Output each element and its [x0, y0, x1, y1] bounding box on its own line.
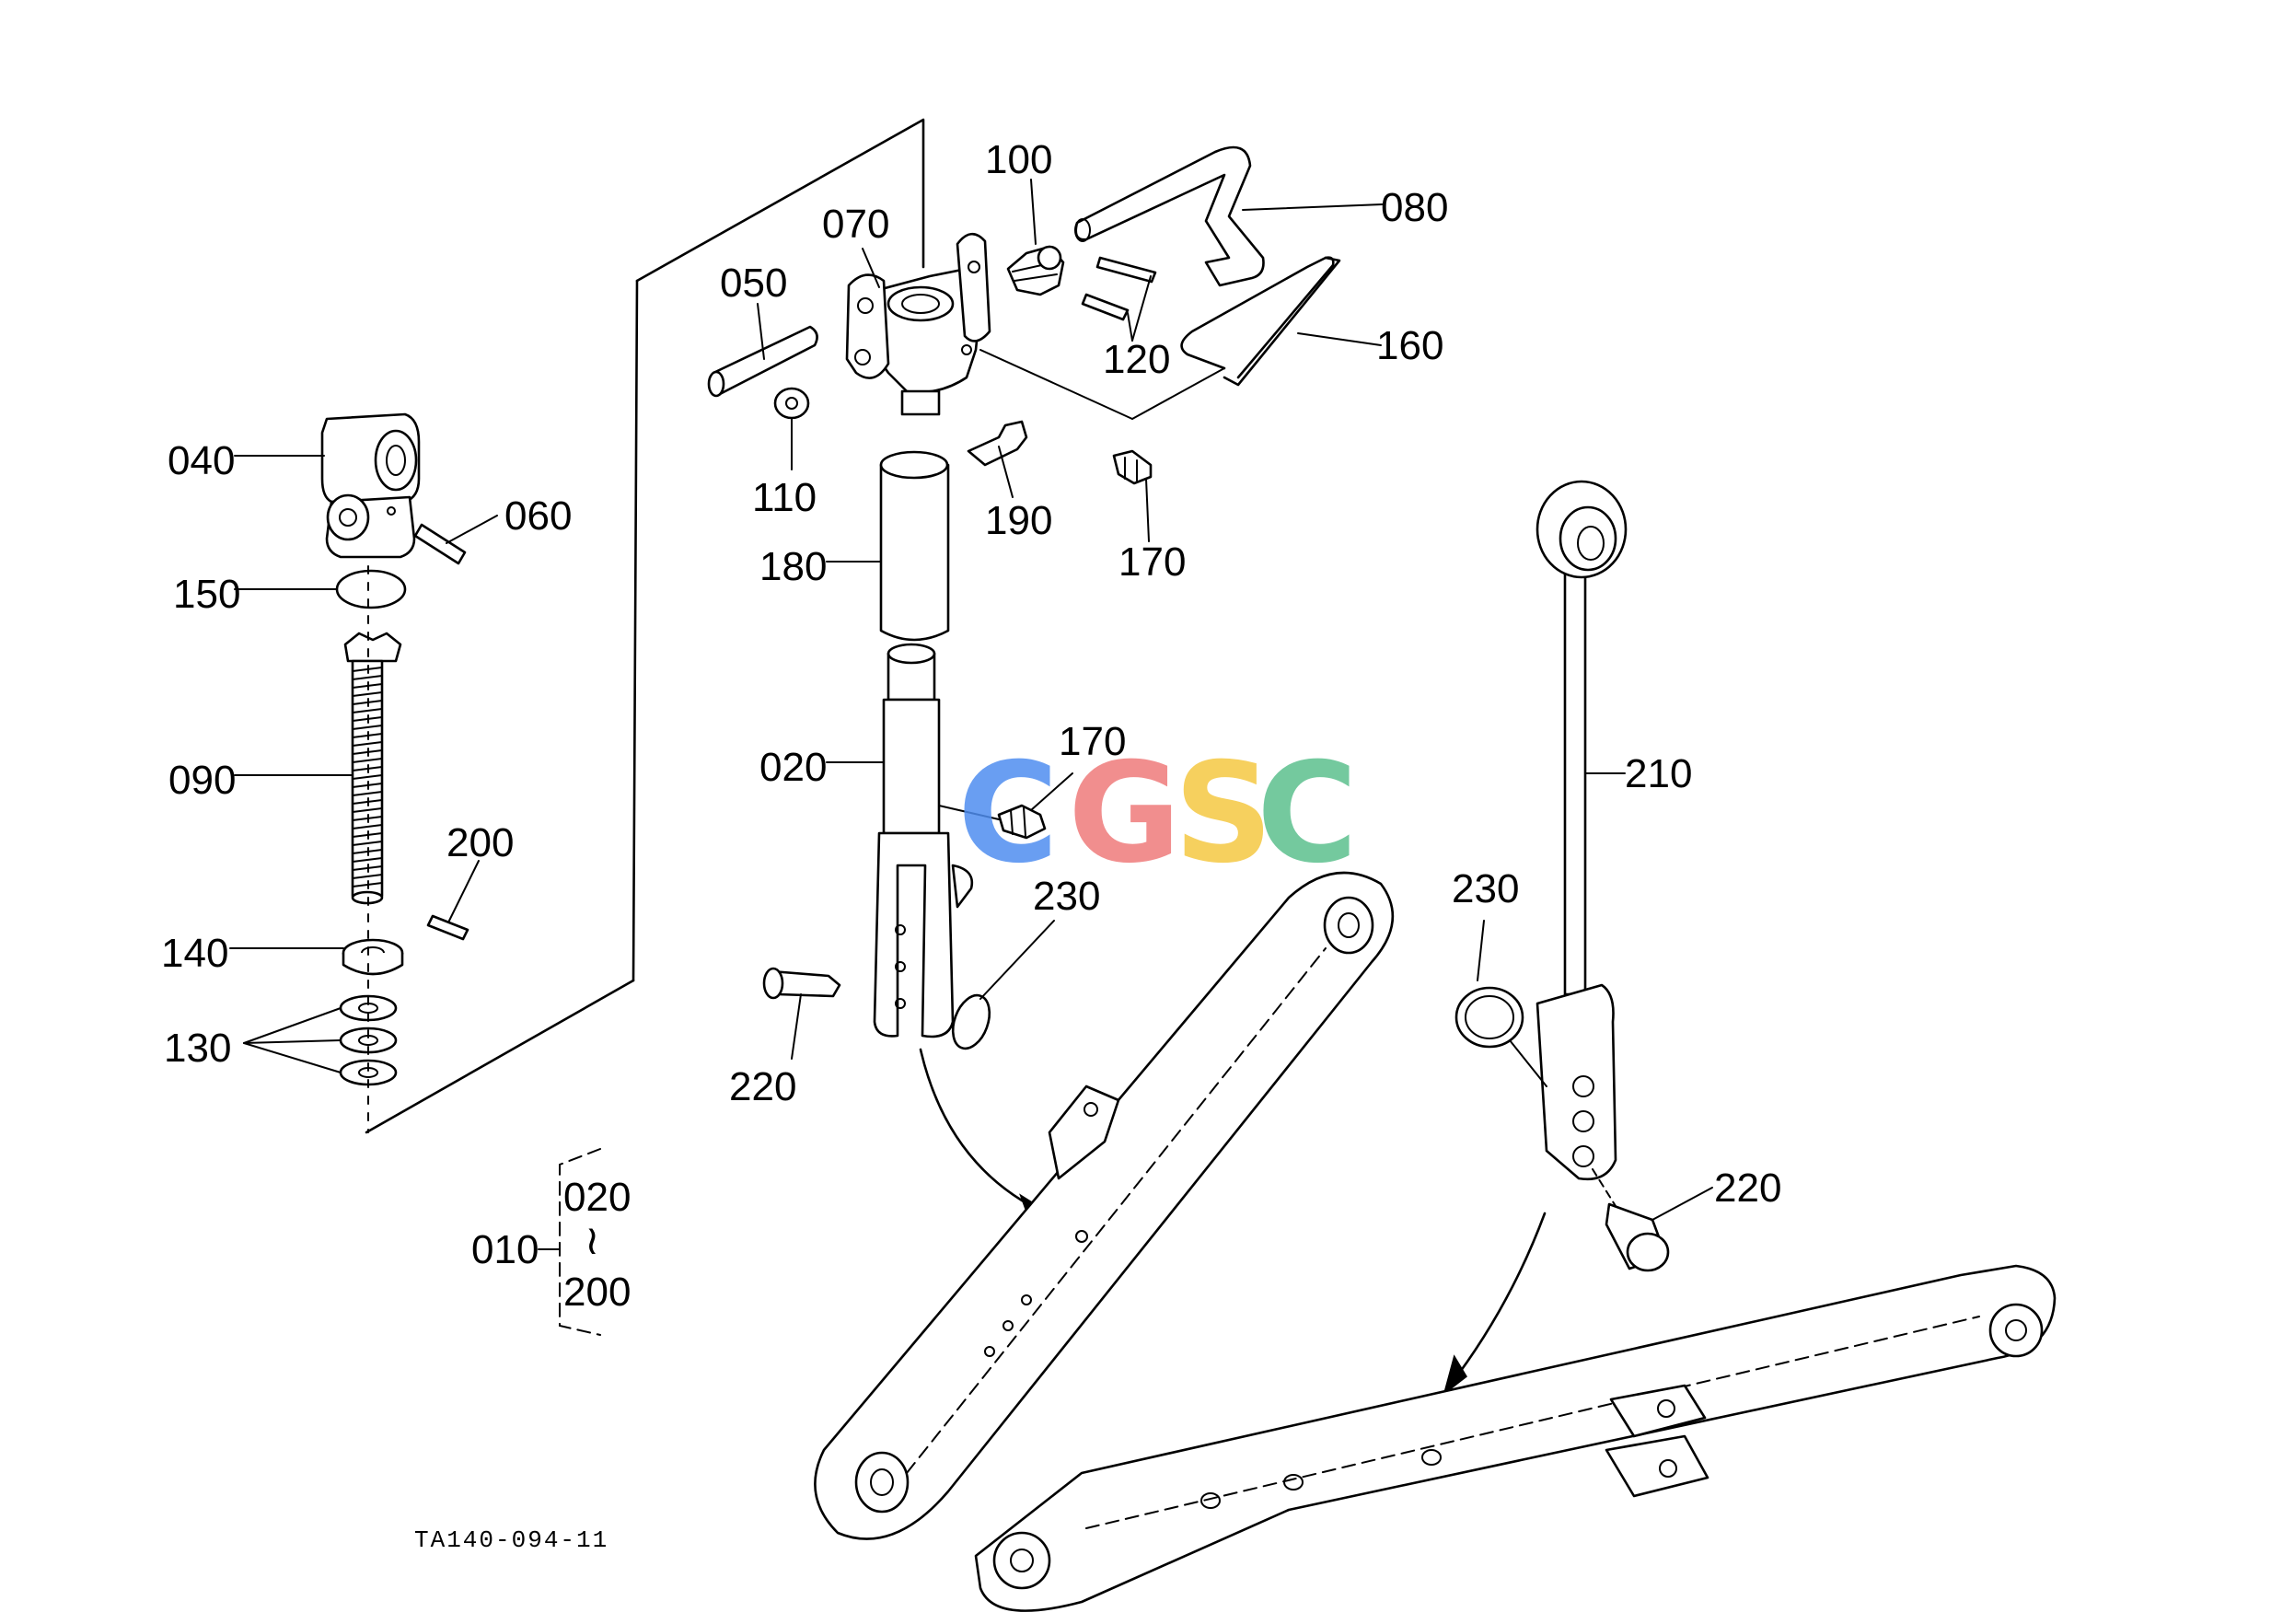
label-170-lower: 170 — [1059, 719, 1126, 764]
part-080-handle — [1074, 145, 1265, 287]
part-210-lift-rod — [1536, 480, 1628, 1181]
part-110-washer — [773, 387, 810, 420]
lower-link-diagonal — [814, 871, 1395, 1540]
part-140-nut — [342, 938, 404, 976]
part-180-sleeve — [879, 450, 950, 642]
part-050-pin — [707, 325, 818, 398]
label-bracket-from: 020 — [563, 1175, 631, 1220]
watermark-letter-2: G — [1068, 734, 1181, 894]
label-020: 020 — [759, 745, 827, 790]
leader-lines — [229, 179, 1713, 1221]
part-120-pins — [1081, 256, 1157, 321]
part-230-ring-left — [951, 993, 991, 1050]
part-200-pin — [426, 914, 469, 941]
label-010: 010 — [471, 1227, 539, 1272]
label-110: 110 — [752, 475, 817, 520]
watermark-logo: C G S C — [957, 734, 1358, 894]
label-040: 040 — [168, 438, 235, 483]
watermark-letter-4: C — [1257, 734, 1358, 894]
label-160: 160 — [1376, 323, 1443, 368]
lower-link-horizontal — [974, 1264, 2057, 1612]
label-100: 100 — [985, 137, 1052, 182]
part-220-pin-left — [762, 967, 841, 1000]
drawing-code: TA140-094-11 — [414, 1526, 608, 1554]
part-190-plug — [967, 420, 1028, 467]
label-230-right: 230 — [1452, 866, 1519, 911]
label-050: 050 — [720, 261, 787, 306]
label-210: 210 — [1625, 751, 1692, 796]
label-140: 140 — [161, 931, 228, 976]
label-060: 060 — [504, 493, 572, 539]
label-120: 120 — [1103, 337, 1170, 382]
label-220-left: 220 — [729, 1064, 796, 1109]
label-220-right: 220 — [1714, 1166, 1781, 1211]
label-150: 150 — [173, 572, 240, 617]
label-180: 180 — [759, 544, 827, 589]
part-220-pin-right — [1605, 1202, 1670, 1272]
label-170-upper: 170 — [1118, 539, 1186, 585]
part-040-swivel-block — [320, 412, 421, 559]
part-170-grease-nipple-lower — [997, 804, 1047, 840]
part-060-pin — [413, 523, 467, 565]
label-190: 190 — [985, 498, 1052, 543]
part-170-grease-nipple-upper — [1112, 449, 1153, 485]
label-bracket-sep: ≀ — [585, 1218, 600, 1263]
label-230-left: 230 — [1033, 874, 1100, 919]
label-bracket-to: 200 — [563, 1270, 631, 1315]
background-panel — [365, 118, 925, 1134]
part-090-screw — [343, 632, 402, 905]
label-130: 130 — [164, 1026, 231, 1071]
part-labels: 040 060 150 090 200 140 130 050 070 100 … — [161, 137, 1781, 1211]
part-150-cap — [335, 569, 407, 609]
label-070: 070 — [822, 202, 889, 247]
part-100-handle-gear — [1006, 245, 1065, 296]
part-230-ring-right — [1454, 986, 1524, 1049]
label-090: 090 — [168, 758, 236, 803]
assembly-bracket: 010 020 ≀ 200 — [471, 1148, 631, 1336]
part-070-yoke — [845, 232, 991, 416]
watermark-letter-3: S — [1174, 734, 1273, 894]
part-020-body — [873, 643, 974, 1038]
watermark-letter-1: C — [957, 734, 1059, 894]
part-160-spring-clip — [1180, 256, 1341, 387]
label-200: 200 — [446, 820, 514, 865]
label-080: 080 — [1381, 185, 1448, 230]
